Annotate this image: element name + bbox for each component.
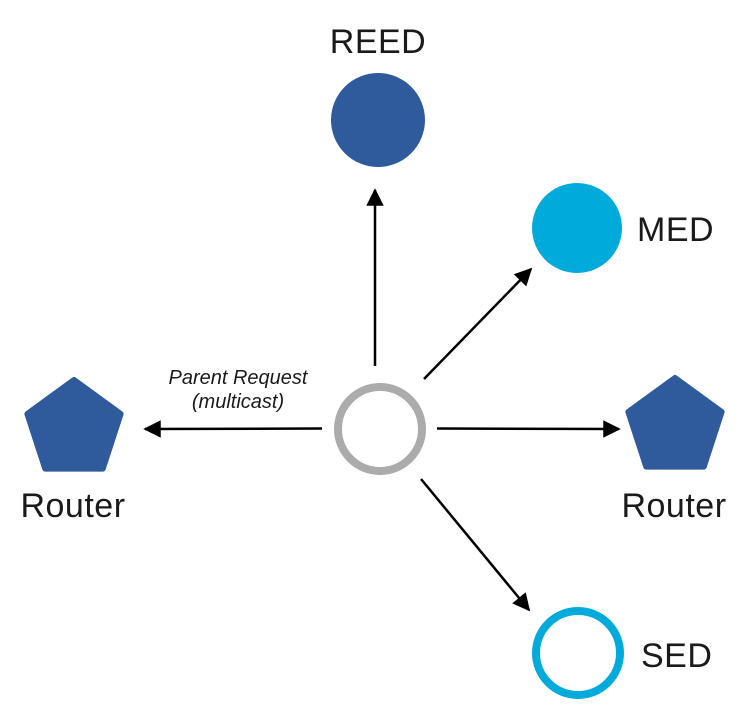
multicast-arrows — [143, 188, 621, 612]
sed-node-icon — [532, 607, 624, 699]
reed-label: REED — [330, 23, 426, 61]
arrow-to-sed — [420, 478, 531, 612]
router-left-icon — [24, 377, 124, 472]
router-right-icon — [625, 375, 725, 470]
med-label: MED — [637, 211, 714, 249]
router-right-label: Router — [621, 487, 726, 525]
annotation-line1: Parent Request — [169, 367, 309, 389]
center-node-icon — [334, 383, 426, 475]
med-node-icon — [532, 183, 622, 273]
parent-request-annotation: Parent Request (multicast) — [169, 367, 309, 413]
router-left-label: Router — [20, 487, 125, 525]
arrow-to-med — [423, 267, 533, 380]
sed-label: SED — [641, 637, 712, 675]
arrow-to-router-right — [436, 420, 621, 438]
arrow-to-router-left — [143, 420, 323, 438]
reed-node-icon — [331, 73, 425, 167]
annotation-line2: (multicast) — [192, 391, 284, 413]
